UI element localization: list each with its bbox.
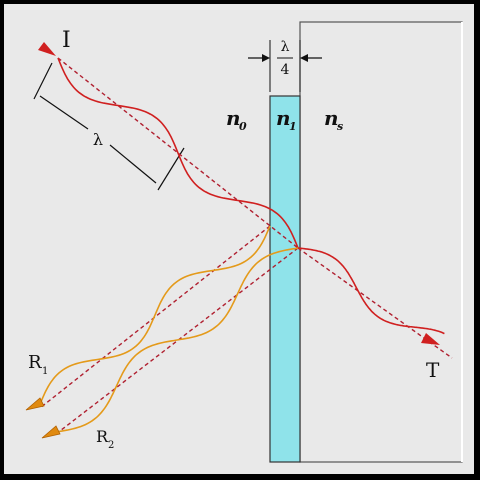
incident-ray-path bbox=[57, 57, 299, 249]
reflected-wave-2 bbox=[55, 247, 299, 433]
substrate-ns-subscript: s bbox=[337, 120, 343, 133]
reflected-arrowhead-1 bbox=[25, 397, 45, 411]
wavelength-line-a bbox=[39, 95, 89, 130]
reflected-wave-1 bbox=[39, 225, 271, 405]
medium-n0-label: n bbox=[226, 106, 241, 130]
thickness-arrowhead-left bbox=[262, 54, 270, 62]
wavelength-label: λ bbox=[93, 130, 103, 149]
wavelength-line-b bbox=[109, 144, 157, 184]
thickness-arrowhead-right bbox=[300, 54, 308, 62]
wavelength-tick-start bbox=[33, 62, 53, 100]
substrate-block bbox=[299, 21, 463, 463]
thickness-denominator: 4 bbox=[281, 62, 290, 78]
medium-n0-subscript: 0 bbox=[239, 120, 247, 133]
incident-wave bbox=[57, 57, 299, 249]
substrate-ns-label: n bbox=[324, 106, 339, 130]
reflected-2-subscript: 2 bbox=[108, 440, 114, 451]
reflected-2-label: R bbox=[96, 427, 109, 446]
thickness-numerator: λ bbox=[281, 39, 290, 55]
coating-n1-label: n bbox=[276, 106, 291, 130]
reflected-1-subscript: 1 bbox=[42, 366, 48, 377]
transmitted-wave bbox=[297, 247, 445, 335]
incident-arrowhead bbox=[38, 42, 56, 56]
incident-label: I bbox=[62, 28, 71, 53]
reflected-1-label: R bbox=[28, 352, 42, 373]
reflected-arrowhead-2 bbox=[41, 425, 61, 439]
coating-n1-subscript: 1 bbox=[289, 120, 297, 133]
reflected-ray-2-path bbox=[55, 247, 299, 435]
transmitted-label: T bbox=[426, 358, 440, 382]
transmitted-arrowhead bbox=[421, 333, 440, 345]
coating-layer bbox=[269, 95, 301, 463]
